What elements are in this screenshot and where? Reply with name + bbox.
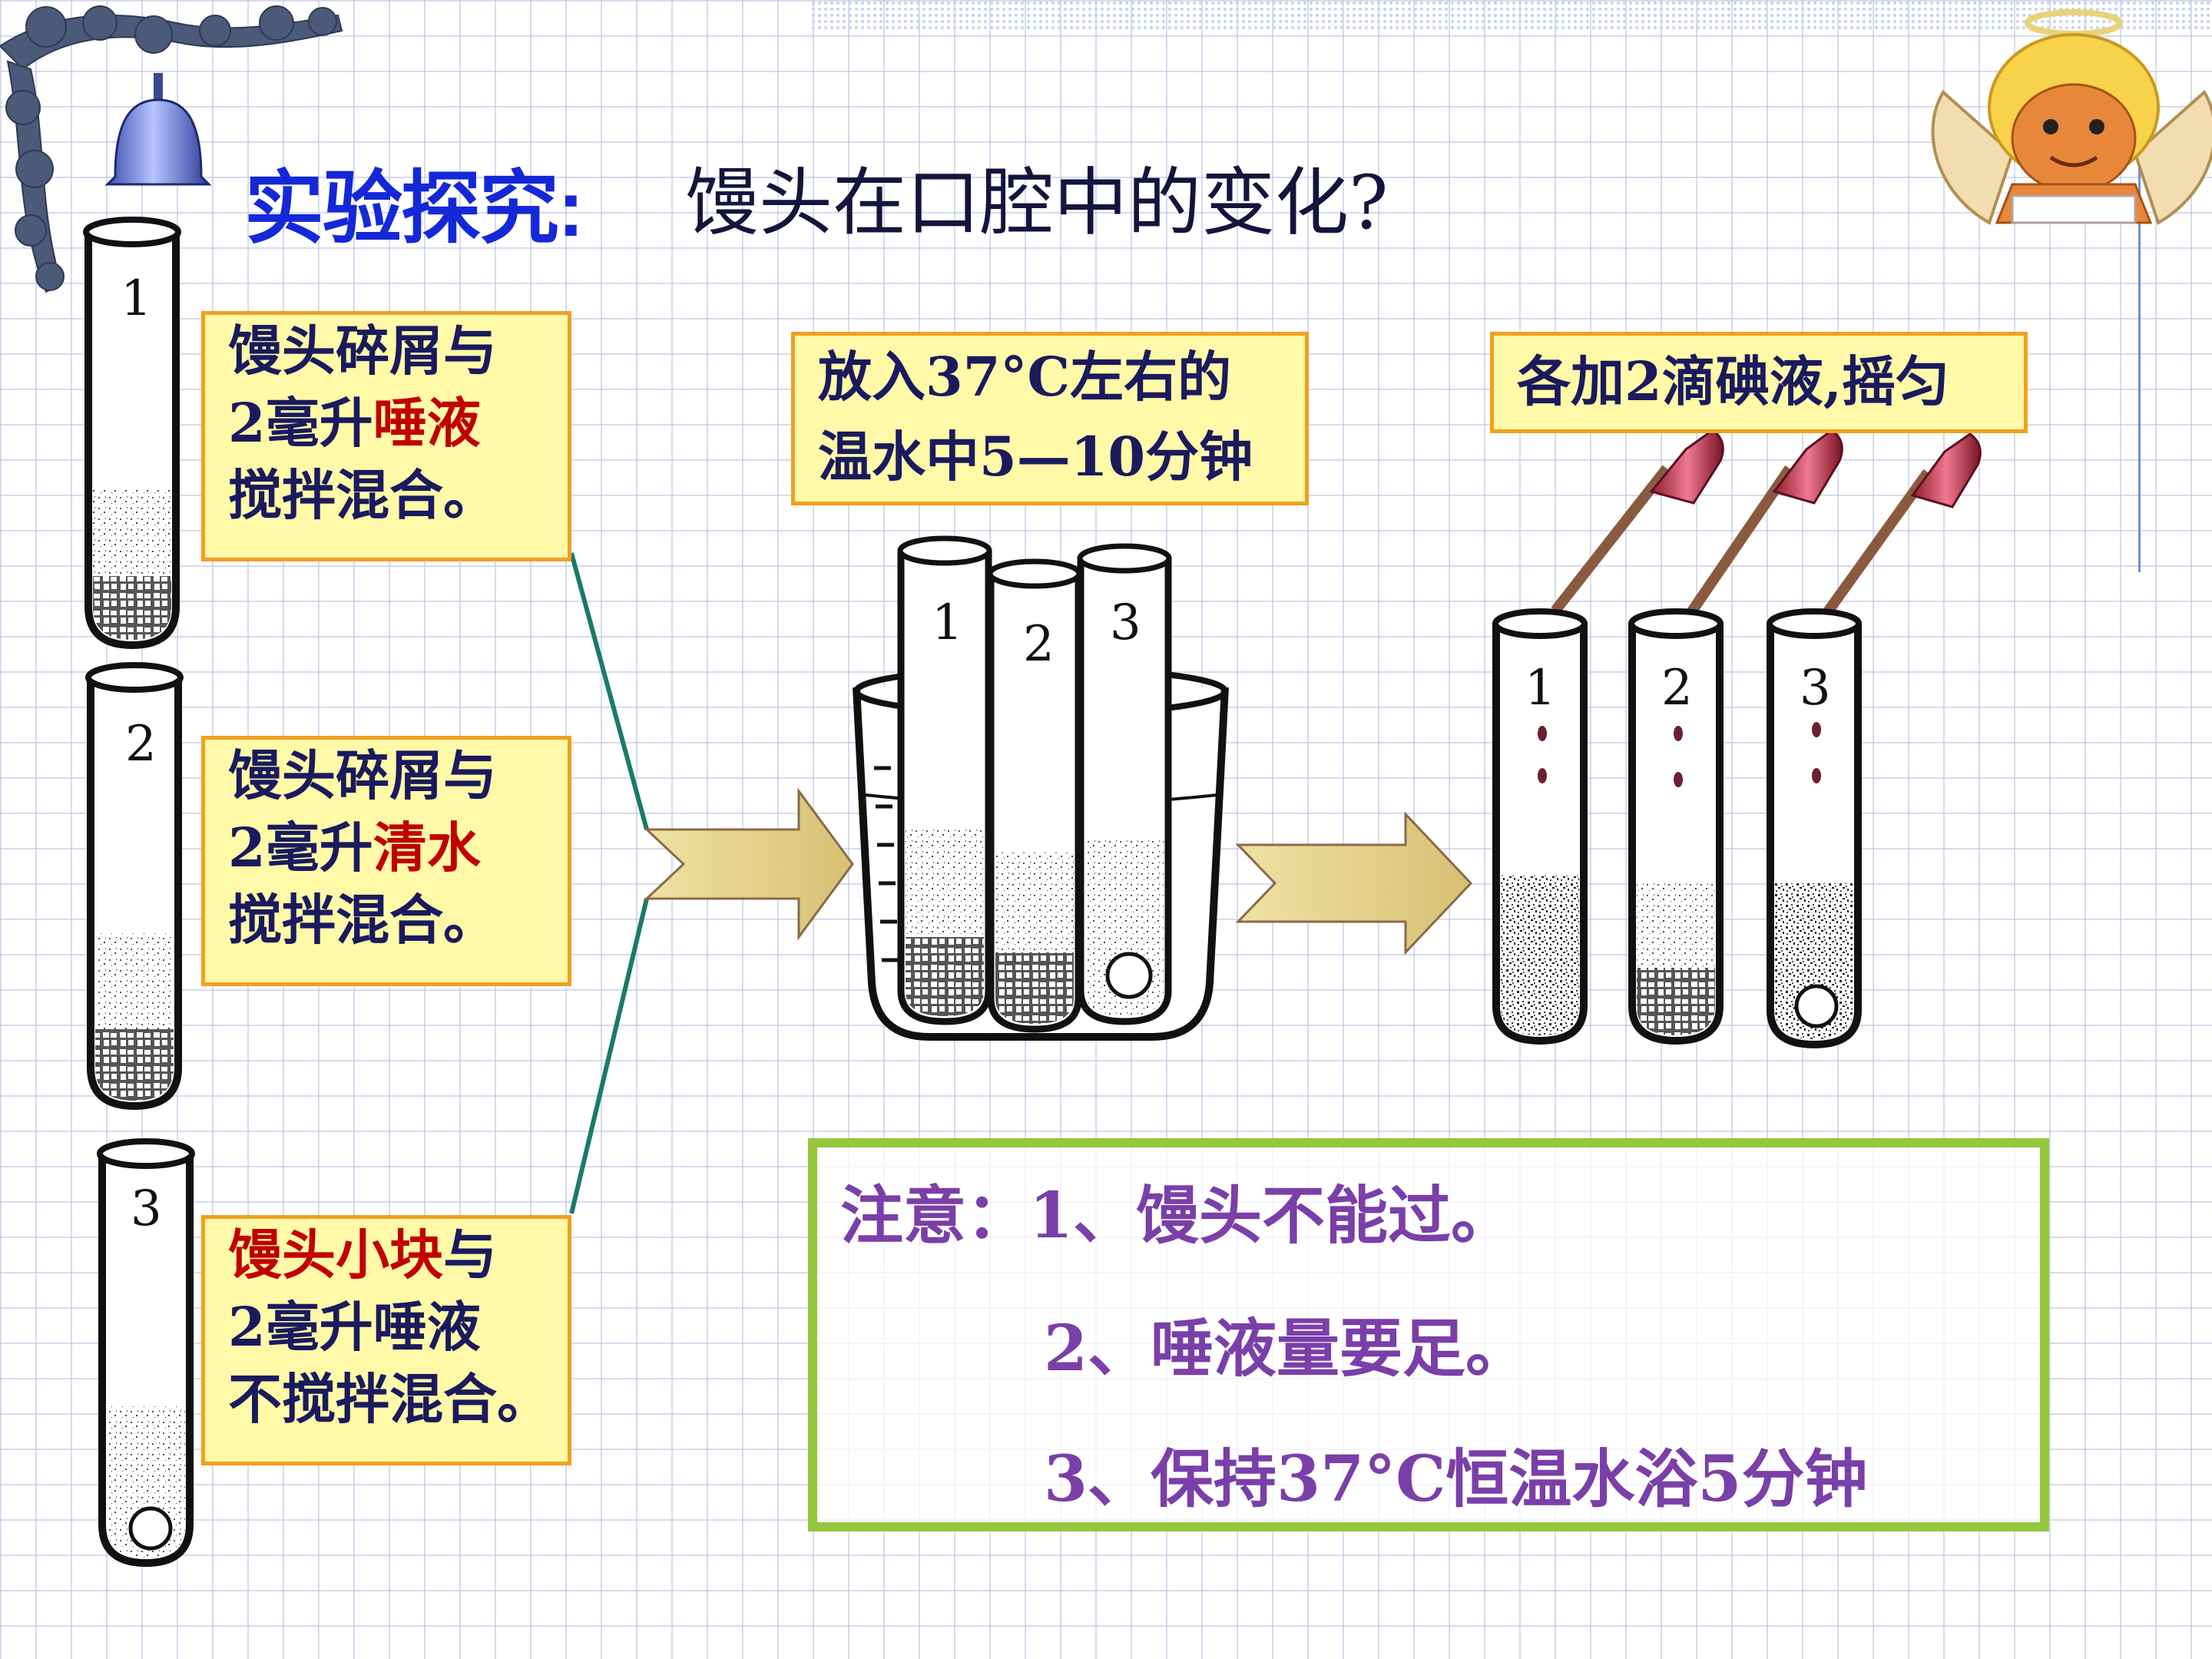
beaker-tube-2 — [987, 558, 1082, 1033]
right-tube-3 — [1767, 608, 1862, 1049]
beaker-tube-3-number: 3 — [1110, 594, 1141, 651]
step3-line1: 馒头小块与 — [228, 1223, 497, 1286]
step3-line2: 2毫升唾液 — [228, 1295, 481, 1359]
arrow-2 — [1235, 811, 1473, 955]
right-tube-2 — [1628, 608, 1724, 1045]
title-prefix: 实验探究: — [244, 164, 584, 253]
step-box-3: 馒头小块与 2毫升唾液 不搅拌混合。 — [201, 1215, 571, 1465]
chunk-highlight: 馒头小块 — [228, 1223, 443, 1286]
notes-box: 注意：1、馒头不能过。 2、唾液量要足。 3、保持37°C恒温水浴5分钟 — [808, 1138, 2049, 1532]
right-tube-2-number: 2 — [1661, 660, 1693, 717]
saliva-highlight: 唾液 — [373, 391, 481, 455]
beaker-tube-1 — [897, 535, 992, 1025]
right-tube-1-number: 1 — [1525, 660, 1556, 717]
note-2: 2、唾液量要足。 — [1044, 1312, 1529, 1386]
note-1: 注意：1、馒头不能过。 — [840, 1179, 1515, 1253]
step2-line3: 搅拌混合。 — [228, 888, 497, 952]
step-box-2: 馒头碎屑与 2毫升清水 搅拌混合。 — [201, 736, 571, 986]
right-tube-3-number: 3 — [1800, 660, 1831, 717]
right-tube-1 — [1492, 608, 1588, 1045]
dropper-1 — [1551, 429, 1724, 614]
left-tube-1 — [83, 217, 181, 650]
step3-line3: 不搅拌混合。 — [228, 1367, 551, 1431]
angel-mascot-icon — [1931, 9, 2212, 225]
left-tube-3 — [97, 1138, 195, 1568]
note-3: 3、保持37°C恒温水浴5分钟 — [1044, 1442, 1868, 1516]
step-box-1: 馒头碎屑与 2毫升唾液 搅拌混合。 — [201, 311, 571, 561]
connector-lines — [569, 552, 649, 1214]
arrow-1 — [644, 787, 854, 941]
title-question: 馒头在口腔中的变化? — [685, 160, 1389, 246]
decorative-dotted-band — [810, 0, 2212, 32]
beaker-tube-2-number: 2 — [1023, 616, 1055, 673]
water-highlight: 清水 — [373, 816, 481, 879]
vine-decoration — [0, 5, 343, 293]
bell-icon — [104, 73, 212, 186]
step2-line1: 馒头碎屑与 — [228, 743, 497, 807]
iodine-label: 各加2滴碘液,摇匀 — [1517, 349, 1950, 413]
beaker-tube-1-number: 1 — [932, 594, 963, 651]
iodine-box: 各加2滴碘液,摇匀 — [1490, 332, 2028, 433]
incubate-line2: 温水中5—10分钟 — [818, 425, 1253, 488]
incubate-box: 放入37°C左右的 温水中5—10分钟 — [791, 332, 1309, 505]
left-tube-2-number: 2 — [125, 716, 157, 773]
step1-line1: 馒头碎屑与 — [228, 319, 497, 382]
left-tube-1-number: 1 — [121, 270, 152, 327]
decorative-vertical-line — [2138, 131, 2141, 572]
beaker-tube-3 — [1077, 543, 1172, 1025]
step1-line2: 2毫升唾液 — [228, 391, 481, 455]
step1-line3: 搅拌混合。 — [228, 463, 497, 527]
incubate-line1: 放入37°C左右的 — [818, 345, 1232, 409]
dropper-3 — [1816, 432, 1982, 626]
left-tube-2 — [85, 662, 184, 1111]
left-tube-3-number: 3 — [131, 1181, 162, 1237]
step2-line2: 2毫升清水 — [228, 816, 481, 879]
